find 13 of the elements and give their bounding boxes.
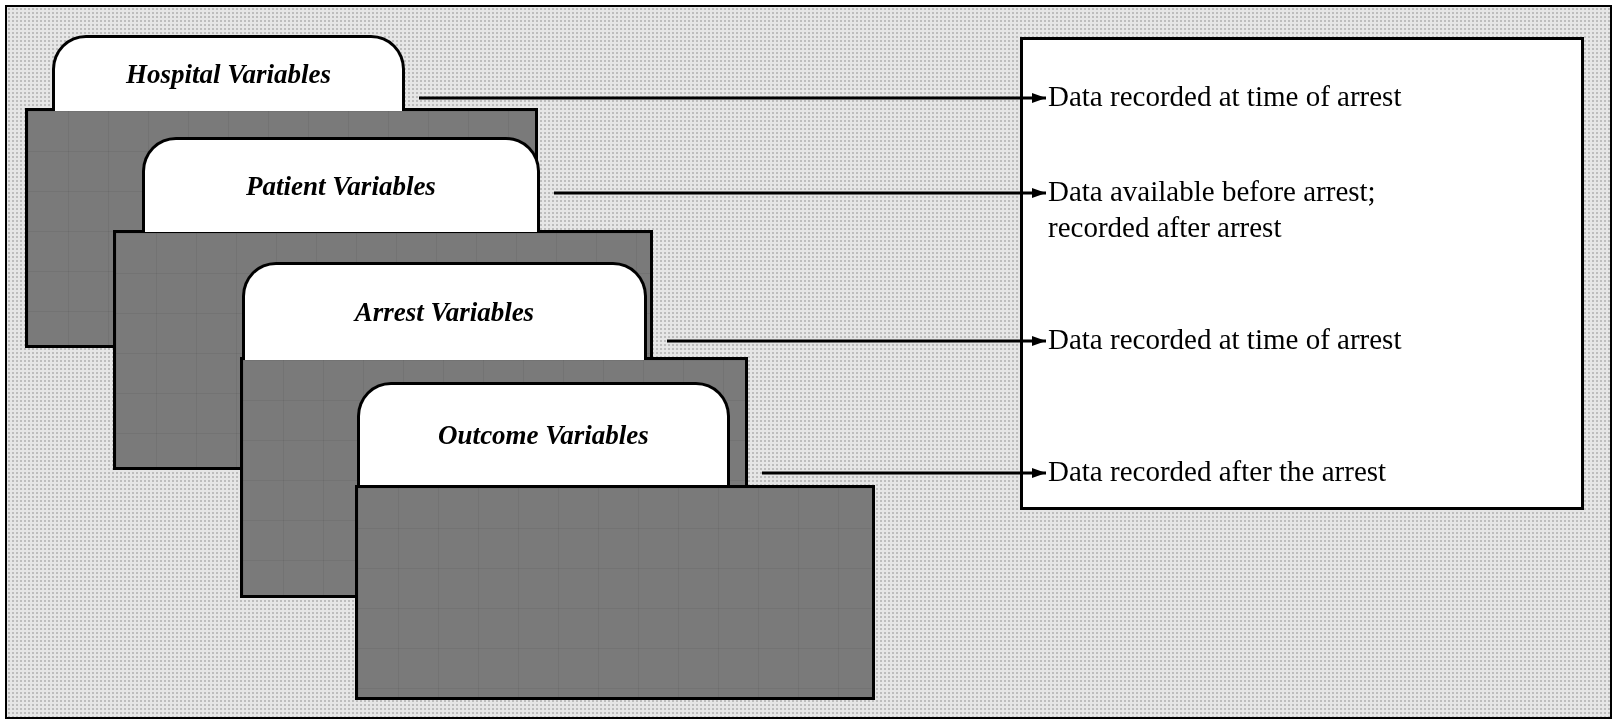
folder-tab: Patient Variables — [142, 137, 540, 232]
description-text: Data available before arrest; recorded after arrest — [1048, 173, 1468, 245]
info-box — [1020, 37, 1584, 510]
arrow — [554, 188, 1046, 198]
description-text: Data recorded at time of arrest — [1048, 321, 1402, 357]
arrow — [667, 336, 1046, 346]
description-text: Data recorded after the arrest — [1048, 453, 1387, 489]
description-text: Data recorded at time of arrest — [1048, 78, 1402, 114]
folder-tab: Outcome Variables — [357, 382, 730, 485]
folder-tab: Arrest Variables — [242, 262, 647, 360]
arrow — [762, 468, 1046, 478]
folder-tab: Hospital Variables — [52, 35, 405, 111]
arrow — [419, 93, 1046, 103]
